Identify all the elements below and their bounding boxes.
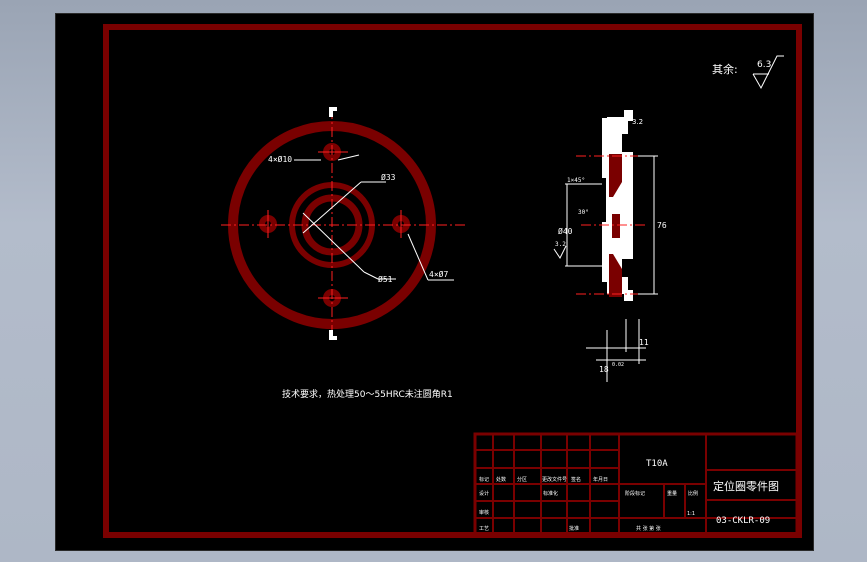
svg-text:年月日: 年月日: [593, 476, 608, 483]
svg-text:比例: 比例: [688, 490, 698, 497]
dim-d40: Ø40: [558, 226, 573, 236]
svg-text:标记: 标记: [479, 476, 489, 483]
svg-text:更改文件号: 更改文件号: [542, 476, 567, 483]
svg-text:设计: 设计: [479, 490, 489, 497]
section-view: 76 Ø40 1×45° 30° 3.2 3.2 11 18 0.02: [553, 110, 667, 382]
svg-text:工艺: 工艺: [479, 526, 489, 532]
part-name: 定位圈零件图: [713, 479, 779, 493]
dim-18: 18: [599, 365, 609, 374]
inner-frame: [103, 24, 802, 538]
svg-text:共 张 第 张: 共 张 第 张: [636, 525, 661, 532]
svg-text:审核: 审核: [479, 509, 489, 516]
dim-4x10: 4×Ø10: [268, 154, 292, 164]
dim-d33: Ø33: [381, 172, 396, 182]
drawing-number: 03-CKLR-09: [716, 516, 770, 526]
dim-d51: Ø51: [378, 274, 393, 284]
roughness-note: 其余: 6.3: [712, 55, 784, 90]
dim-30deg: 30°: [578, 209, 589, 216]
svg-text:分区: 分区: [517, 476, 527, 483]
svg-text:批准: 批准: [569, 525, 579, 532]
tech-requirements: 技术要求，热处理50～55HRC未注圆角R1: [282, 388, 453, 400]
svg-text:3.2: 3.2: [632, 118, 643, 126]
roughness-side: 3.2: [555, 241, 566, 248]
scale: 1:1: [687, 511, 695, 517]
front-view: 4×Ø10 Ø33 Ø51 4×Ø7: [221, 107, 466, 341]
svg-text:处数: 处数: [496, 476, 506, 483]
dim-4x7: 4×Ø7: [429, 269, 448, 279]
svg-text:标准化: 标准化: [543, 490, 558, 497]
roughness-value: 6.3: [757, 60, 771, 70]
dim-chamfer: 1×45°: [567, 177, 585, 184]
svg-text:重量: 重量: [667, 490, 677, 497]
roughness-label: 其余:: [712, 62, 738, 76]
svg-text:阶段标记: 阶段标记: [625, 490, 645, 497]
cad-drawing: 其余: 6.3 4×Ø10: [103, 24, 802, 538]
material: T10A: [646, 459, 668, 469]
title-block: T10A 定位圈零件图 03-CKLR-09 1:1 标记 处数 分区 更改文件…: [473, 432, 799, 537]
svg-text:签名: 签名: [571, 476, 581, 483]
dim-76: 76: [657, 221, 667, 230]
dim-11: 11: [639, 338, 649, 347]
drawing-sheet: 其余: 6.3 4×Ø10: [55, 13, 814, 551]
dim-18-tol: 0.02: [612, 362, 624, 368]
